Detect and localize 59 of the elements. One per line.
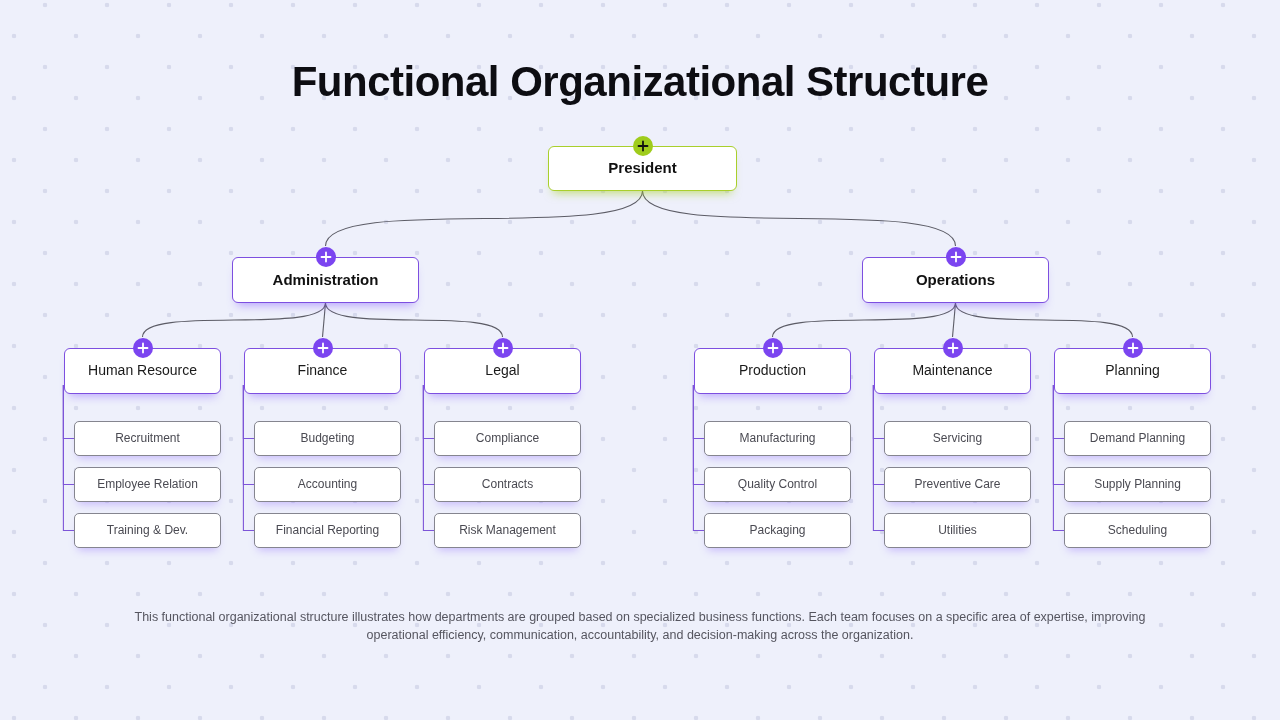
- function-box: [884, 513, 1031, 548]
- function-box: [1064, 467, 1211, 502]
- role-label: Production: [739, 362, 806, 380]
- connector-line: [954, 302, 1134, 338]
- function-box: [434, 467, 581, 502]
- function-box: [1064, 513, 1211, 548]
- connector-line: [324, 190, 644, 247]
- function-box: [704, 421, 851, 456]
- function-box: [884, 421, 1031, 456]
- role-label: Planning: [1105, 362, 1160, 380]
- connector-line: [771, 302, 957, 338]
- role-label: President: [608, 159, 677, 178]
- caption: This functional organizational structure illustrates how departments are grouped based on specialized business functions. Each team focuses on a specific area of expertise, improving operational efficiency, communication, accountability, and decision-making across the organization.: [133, 609, 1147, 644]
- function-box: [254, 513, 401, 548]
- function-box: [884, 467, 1031, 502]
- role-label: Packaging: [749, 523, 806, 538]
- function-box: [254, 467, 401, 502]
- role-label: Preventive Care: [914, 477, 1001, 492]
- role-label: Employee Relation: [97, 477, 198, 492]
- role-label: Servicing: [932, 431, 983, 446]
- role-label: Accounting: [297, 477, 358, 492]
- role-label: Human Resource: [88, 362, 197, 380]
- connector-line: [62, 384, 75, 532]
- role-label: Manufacturing: [739, 431, 816, 446]
- role-label: Utilities: [938, 523, 977, 538]
- connector-line: [422, 384, 435, 532]
- role-label: Finance: [297, 362, 348, 380]
- connector-line: [1052, 384, 1065, 532]
- role-label: Risk Management: [459, 523, 556, 538]
- function-box: [74, 421, 221, 456]
- role-label: Training & Dev.: [106, 523, 189, 538]
- connector-line: [641, 190, 957, 247]
- role-label: Operations: [915, 270, 996, 290]
- role-label: Financial Reporting: [275, 523, 380, 538]
- function-box: [434, 421, 581, 456]
- connector-line: [692, 384, 705, 532]
- function-box: [704, 513, 851, 548]
- role-label: Quality Control: [737, 477, 818, 492]
- role-label: Budgeting: [300, 431, 355, 446]
- function-box: [434, 513, 581, 548]
- function-box: [74, 467, 221, 502]
- function-box: [1064, 421, 1211, 456]
- role-label: Contracts: [481, 477, 534, 492]
- connector-line: [242, 384, 255, 532]
- role-label: Maintenance: [912, 362, 993, 380]
- role-label: Legal: [485, 362, 520, 380]
- function-box: [254, 421, 401, 456]
- function-box: [74, 513, 221, 548]
- connector-line: [141, 302, 327, 338]
- role-label: Scheduling: [1107, 523, 1168, 538]
- role-label: Administration: [272, 270, 379, 290]
- role-label: Compliance: [475, 431, 540, 446]
- role-label: Recruitment: [115, 431, 180, 446]
- function-box: [704, 467, 851, 502]
- connector-line: [324, 302, 504, 338]
- connector-line: [872, 384, 885, 532]
- title: Functional Organizational Structure: [291, 57, 989, 107]
- role-label: Demand Planning: [1089, 431, 1186, 446]
- role-label: Supply Planning: [1094, 477, 1181, 492]
